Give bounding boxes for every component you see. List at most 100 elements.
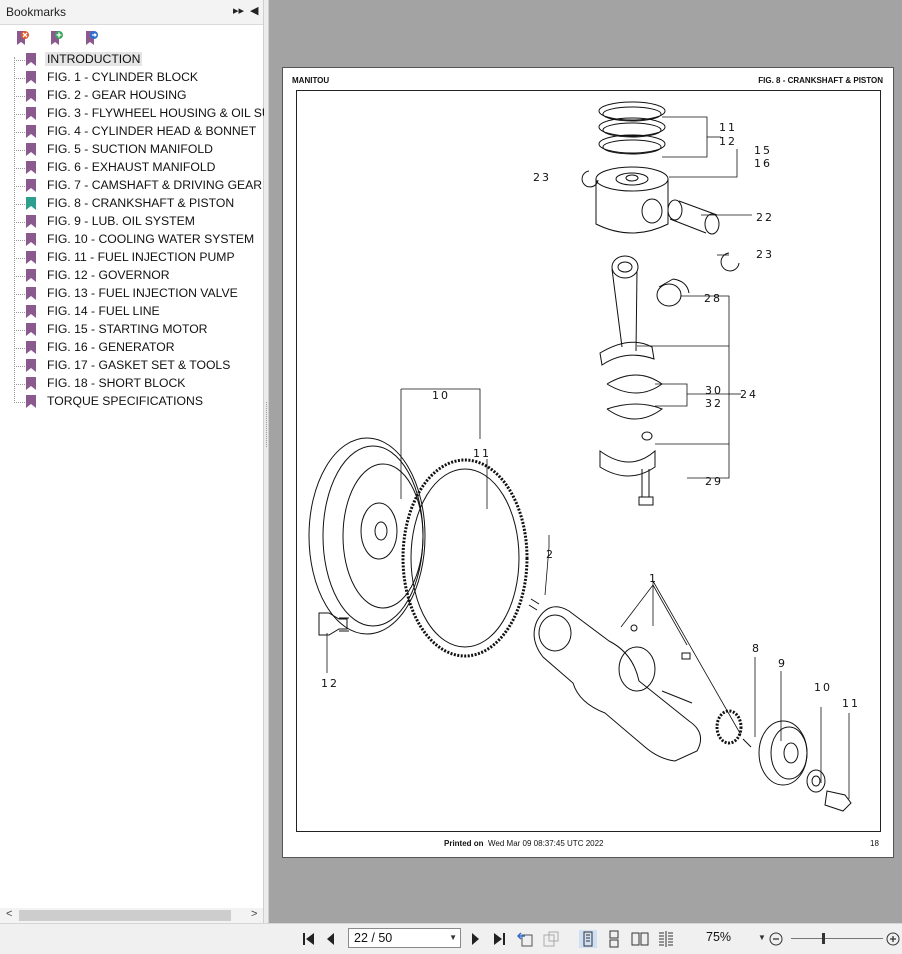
zoom-in-icon[interactable] — [884, 930, 902, 948]
add-bookmark-icon[interactable] — [48, 30, 64, 46]
bookmark-item[interactable]: FIG. 9 - LUB. OIL SYSTEM — [0, 213, 263, 231]
bookmark-label[interactable]: FIG. 14 - FUEL LINE — [47, 304, 160, 318]
bookmark-icon — [26, 233, 36, 246]
callout-30: 30 — [705, 384, 723, 397]
bookmark-label[interactable]: FIG. 6 - EXHAUST MANIFOLD — [47, 160, 216, 174]
bookmark-item[interactable]: FIG. 5 - SUCTION MANIFOLD — [0, 141, 263, 159]
bookmarks-toolbar — [0, 25, 263, 51]
bookmark-item[interactable]: FIG. 11 - FUEL INJECTION PUMP — [0, 249, 263, 267]
tree-connector — [14, 384, 25, 385]
page-number-field[interactable]: 22 / 50 ▼ — [348, 928, 461, 948]
navigation-toolbar: 22 / 50 ▼ 75% ▼ — [0, 923, 902, 954]
tree-connector — [14, 186, 25, 187]
bookmark-item[interactable]: FIG. 7 - CAMSHAFT & DRIVING GEAR — [0, 177, 263, 195]
bookmarks-title: Bookmarks — [6, 5, 67, 19]
bookmark-item[interactable]: FIG. 15 - STARTING MOTOR — [0, 321, 263, 339]
go-to-bookmark-icon[interactable] — [83, 30, 99, 46]
bookmark-label[interactable]: FIG. 13 - FUEL INJECTION VALVE — [47, 286, 238, 300]
tree-connector — [14, 132, 25, 133]
expand-panel-icon[interactable]: ▸▸ — [233, 5, 245, 17]
tree-connector — [14, 96, 25, 97]
delete-bookmark-icon[interactable] — [14, 30, 30, 46]
bookmark-label[interactable]: FIG. 1 - CYLINDER BLOCK — [47, 70, 199, 84]
bookmark-icon — [26, 287, 36, 300]
bookmark-item[interactable]: TORQUE SPECIFICATIONS — [0, 393, 263, 411]
bookmark-item[interactable]: FIG. 4 - CYLINDER HEAD & BONNET — [0, 123, 263, 141]
bookmark-icon — [26, 269, 36, 282]
scroll-right-icon[interactable]: > — [251, 908, 258, 920]
bookmark-item[interactable]: FIG. 1 - CYLINDER BLOCK — [0, 69, 263, 87]
splitter-grip[interactable] — [266, 402, 268, 447]
first-page-icon[interactable] — [300, 930, 318, 948]
tree-connector — [14, 330, 25, 331]
previous-view-icon[interactable] — [516, 930, 534, 948]
bookmark-item[interactable]: FIG. 14 - FUEL LINE — [0, 303, 263, 321]
bookmark-label[interactable]: FIG. 9 - LUB. OIL SYSTEM — [47, 214, 195, 228]
callout-32: 32 — [705, 397, 723, 410]
panel-splitter[interactable] — [264, 0, 269, 923]
page-brand: MANITOU — [292, 76, 330, 85]
bookmark-label[interactable]: FIG. 16 - GENERATOR — [47, 340, 175, 354]
page-number: 18 — [870, 839, 879, 848]
bookmark-label[interactable]: FIG. 15 - STARTING MOTOR — [47, 322, 208, 336]
callout-28: 28 — [704, 292, 722, 305]
bookmark-item[interactable]: FIG. 18 - SHORT BLOCK — [0, 375, 263, 393]
zoom-slider-thumb[interactable] — [822, 933, 825, 944]
bookmark-item[interactable]: FIG. 6 - EXHAUST MANIFOLD — [0, 159, 263, 177]
bookmark-label[interactable]: FIG. 2 - GEAR HOUSING — [47, 88, 187, 102]
page-dropdown-icon[interactable]: ▼ — [449, 933, 457, 942]
zoom-dropdown-icon[interactable]: ▼ — [758, 933, 766, 942]
callout-34: 16 — [754, 157, 772, 170]
zoom-value[interactable]: 75% — [706, 930, 732, 944]
bookmark-label[interactable]: FIG. 17 - GASKET SET & TOOLS — [47, 358, 231, 372]
bookmark-label[interactable]: FIG. 7 - CAMSHAFT & DRIVING GEAR — [47, 178, 263, 192]
bookmark-label[interactable]: TORQUE SPECIFICATIONS — [47, 394, 203, 408]
page-number-value: 22 / 50 — [354, 931, 393, 945]
collapse-panel-icon[interactable]: ◀ — [250, 5, 259, 17]
tree-connector — [14, 312, 25, 313]
bookmark-item[interactable]: FIG. 12 - GOVERNOR — [0, 267, 263, 285]
tree-connector — [14, 276, 25, 277]
last-page-icon[interactable] — [490, 930, 508, 948]
next-page-icon[interactable] — [466, 930, 484, 948]
bookmark-label[interactable]: FIG. 4 - CYLINDER HEAD & BONNET — [47, 124, 257, 138]
horizontal-scrollbar[interactable]: < > — [0, 908, 263, 923]
single-page-view-icon[interactable] — [579, 930, 597, 948]
bookmark-icon — [26, 305, 36, 318]
bookmark-item[interactable]: FIG. 2 - GEAR HOUSING — [0, 87, 263, 105]
tree-connector — [14, 402, 25, 403]
bookmark-label[interactable]: FIG. 8 - CRANKSHAFT & PISTON — [47, 196, 235, 210]
next-view-icon[interactable] — [542, 930, 560, 948]
bookmark-label[interactable]: FIG. 10 - COOLING WATER SYSTEM — [47, 232, 255, 246]
facing-view-icon[interactable] — [631, 930, 649, 948]
bookmark-label[interactable]: FIG. 5 - SUCTION MANIFOLD — [47, 142, 213, 156]
tree-line — [14, 57, 15, 403]
callout-1: 1 — [649, 572, 658, 585]
callout-22: 22 — [756, 211, 774, 224]
bookmark-label[interactable]: INTRODUCTION — [45, 52, 143, 66]
bookmark-icon — [26, 197, 36, 210]
scroll-left-icon[interactable]: < — [6, 908, 13, 920]
bookmarks-header: Bookmarks ▸▸ ◀ — [0, 0, 263, 25]
bookmark-item[interactable]: FIG. 16 - GENERATOR — [0, 339, 263, 357]
bookmark-icon — [26, 179, 36, 192]
bookmark-icon — [26, 71, 36, 84]
bookmark-item[interactable]: FIG. 13 - FUEL INJECTION VALVE — [0, 285, 263, 303]
bookmark-item[interactable]: FIG. 8 - CRANKSHAFT & PISTON — [0, 195, 263, 213]
bookmark-icon — [26, 359, 36, 372]
bookmark-item[interactable]: FIG. 17 - GASKET SET & TOOLS — [0, 357, 263, 375]
scrollbar-thumb[interactable] — [19, 910, 231, 921]
zoom-slider[interactable] — [791, 938, 883, 939]
bookmark-item[interactable]: INTRODUCTION — [0, 51, 263, 69]
bookmark-label[interactable]: FIG. 12 - GOVERNOR — [47, 268, 170, 282]
tree-connector — [14, 222, 25, 223]
bookmark-label[interactable]: FIG. 11 - FUEL INJECTION PUMP — [47, 250, 235, 264]
continuous-facing-view-icon[interactable] — [657, 930, 675, 948]
zoom-out-icon[interactable] — [767, 930, 785, 948]
bookmark-label[interactable]: FIG. 18 - SHORT BLOCK — [47, 376, 186, 390]
bookmark-label[interactable]: FIG. 3 - FLYWHEEL HOUSING & OIL SU — [47, 106, 271, 120]
continuous-view-icon[interactable] — [605, 930, 623, 948]
bookmark-item[interactable]: FIG. 3 - FLYWHEEL HOUSING & OIL SU — [0, 105, 271, 123]
bookmark-item[interactable]: FIG. 10 - COOLING WATER SYSTEM — [0, 231, 263, 249]
previous-page-icon[interactable] — [322, 930, 340, 948]
